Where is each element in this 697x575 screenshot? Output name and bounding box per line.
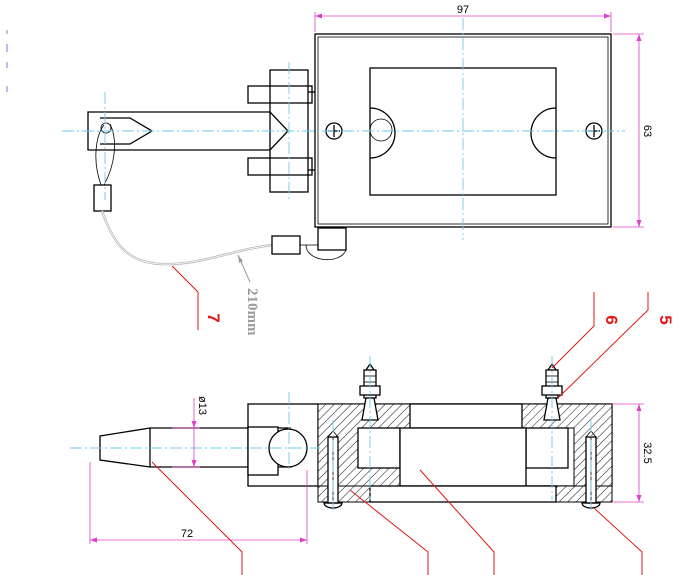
callout-5: 5 — [656, 315, 675, 324]
connector-right — [271, 235, 301, 255]
rod — [87, 111, 289, 151]
rod-clamp — [247, 426, 279, 476]
adjust-screw-right — [541, 362, 563, 421]
dim-rod-length-label: 72 — [181, 528, 193, 540]
cable — [100, 210, 273, 266]
left-slot-hole — [369, 118, 393, 142]
cable-loop — [95, 123, 115, 186]
bracket-top-tab — [247, 85, 313, 104]
left-slot — [369, 107, 396, 159]
left-boss — [357, 427, 401, 469]
dim-front-height-label: 32.5 — [641, 442, 653, 463]
cable-length-label: 210mm — [244, 288, 260, 336]
dim-rod-diameter-label: ø13 — [196, 396, 208, 415]
callout-6: 6 — [602, 315, 621, 324]
callout-7: 7 — [204, 313, 223, 322]
bottom-plate-slot — [369, 485, 557, 503]
right-slot — [530, 107, 557, 159]
front-view: 72 ø13 32.5 6 5 — [70, 292, 675, 575]
center-body — [409, 403, 523, 429]
dim-height-label: 63 — [641, 125, 653, 137]
top-view: 97 63 210mm 7 — [62, 4, 653, 336]
cable-ring — [100, 122, 112, 134]
dim-width-label: 97 — [457, 4, 469, 16]
bracket-bottom-tab — [247, 157, 313, 176]
center-cavity — [399, 427, 527, 487]
cable-gland — [317, 227, 347, 251]
right-boss — [525, 427, 569, 469]
connector-left — [93, 184, 112, 212]
